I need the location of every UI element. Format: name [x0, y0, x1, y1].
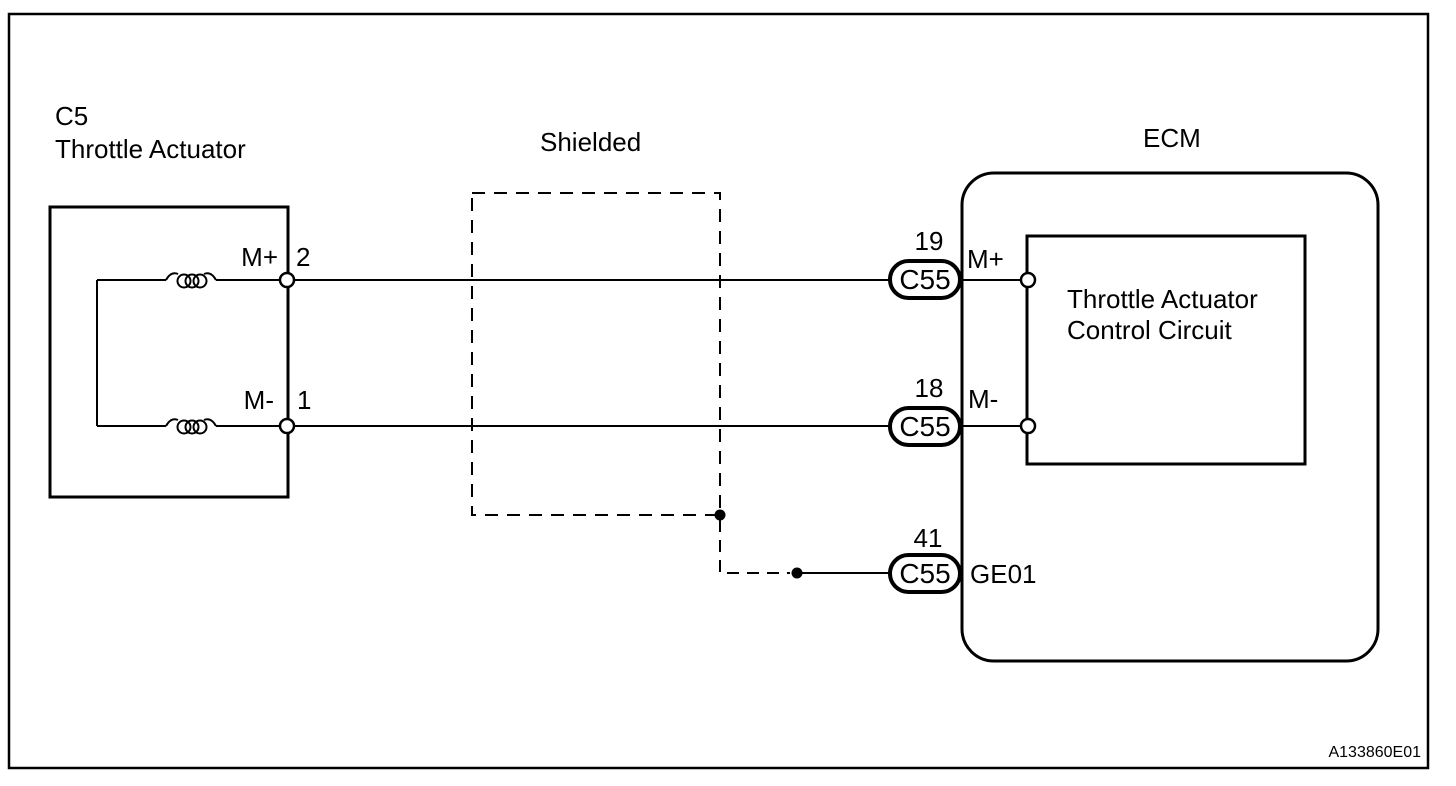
- control-circuit-box: [1025, 234, 1307, 466]
- pin-number-2: 2: [296, 242, 310, 272]
- connector-oval-19: [888, 259, 962, 300]
- shield-ground-wire-dashed: [719, 520, 790, 574]
- ecm-pin-label-ge01: GE01: [970, 559, 1037, 589]
- ecm-pin-number-19: 19: [915, 226, 944, 256]
- ecm-box: [960, 171, 1380, 663]
- connector-oval-18: [888, 406, 962, 447]
- pin-terminal-2: [278, 271, 296, 289]
- ecm-connector-code-18: C55: [899, 411, 950, 442]
- pin-label-m-plus: M+: [241, 242, 278, 272]
- ecm-pin-label-m-plus: M+: [967, 244, 1004, 274]
- shield-dashed-box: [471, 192, 721, 516]
- junction-dot: [714, 509, 726, 521]
- left-connector-code: C5: [55, 101, 88, 131]
- throttle-actuator-box: [48, 205, 290, 499]
- circuit-terminal-m-minus: [1019, 417, 1037, 435]
- ecm-pin-number-18: 18: [915, 373, 944, 403]
- connector-oval-41: [888, 553, 962, 594]
- left-connector-name: Throttle Actuator: [55, 134, 246, 164]
- figure-id: A133860E01: [1328, 744, 1421, 761]
- pin-label-m-minus: M-: [244, 385, 274, 415]
- ecm-pin-label-m-minus: M-: [968, 384, 998, 414]
- ecm-pin-number-41: 41: [914, 523, 943, 553]
- coil-icon: [165, 418, 217, 435]
- shield-label: Shielded: [540, 127, 641, 157]
- circuit-terminal-m-plus: [1019, 271, 1037, 289]
- pin-terminal-1: [278, 417, 296, 435]
- junction-dot: [791, 567, 803, 579]
- ecm-connector-code-41: C55: [899, 558, 950, 589]
- ecm-connector-code-19: C55: [899, 264, 950, 295]
- control-circuit-label-line1: Throttle Actuator: [1067, 284, 1258, 314]
- pin-number-1: 1: [297, 385, 311, 415]
- control-circuit-label-line2: Control Circuit: [1067, 315, 1232, 345]
- coil-icon: [165, 272, 217, 289]
- ecm-title: ECM: [1143, 123, 1201, 153]
- outer-border: [7, 12, 1430, 770]
